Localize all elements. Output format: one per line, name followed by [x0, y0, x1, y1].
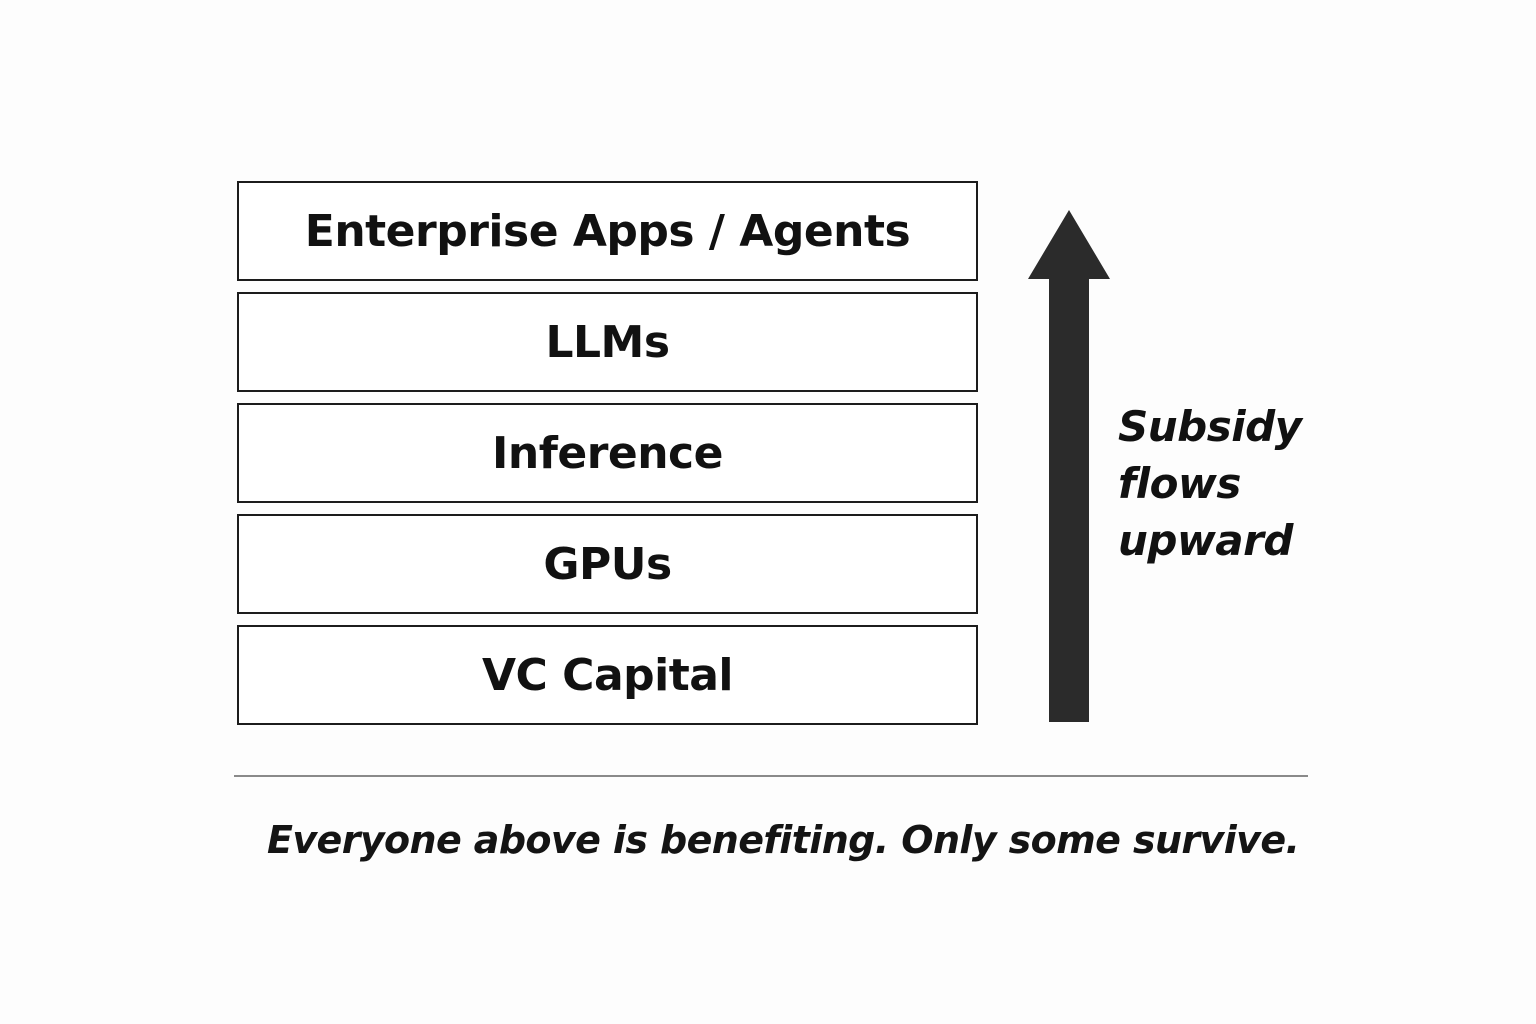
- arrow-label-line: flows: [1118, 459, 1241, 508]
- layer-enterprise-apps: Enterprise Apps / Agents: [237, 181, 978, 281]
- footnote: Everyone above is benefiting. Only some …: [267, 818, 1300, 862]
- arrow-label: Subsidy flows upward: [1118, 398, 1302, 569]
- layer-label: LLMs: [545, 316, 670, 368]
- up-arrow-icon: [1028, 210, 1110, 722]
- layer-llms: LLMs: [237, 292, 978, 392]
- layer-label: Inference: [492, 427, 723, 479]
- layer-vc-capital: VC Capital: [237, 625, 978, 725]
- divider: [234, 775, 1308, 777]
- layer-label: Enterprise Apps / Agents: [304, 205, 911, 257]
- arrow-label-line: upward: [1118, 516, 1293, 565]
- arrow-shape: [1028, 210, 1110, 722]
- layer-gpus: GPUs: [237, 514, 978, 614]
- layer-stack: Enterprise Apps / Agents LLMs Inference …: [237, 181, 978, 725]
- arrow-label-line: Subsidy: [1118, 402, 1302, 451]
- layer-inference: Inference: [237, 403, 978, 503]
- layer-label: VC Capital: [481, 649, 734, 701]
- layer-label: GPUs: [543, 538, 672, 590]
